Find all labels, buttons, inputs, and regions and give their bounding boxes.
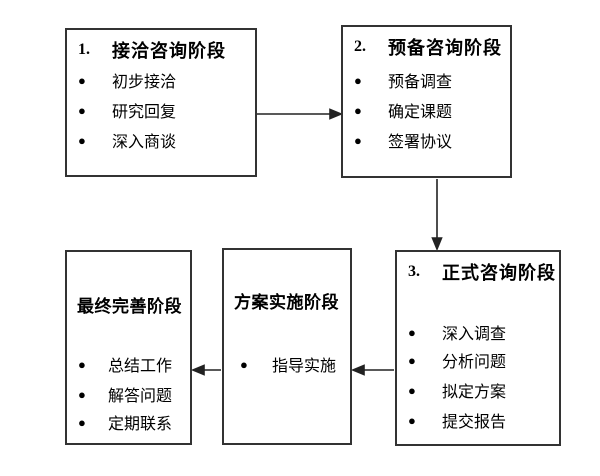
list-item: ● 拟定方案 xyxy=(405,378,557,402)
bullet-icon: ● xyxy=(408,412,416,428)
stage-title: 方案实施阶段 xyxy=(234,292,339,312)
stage-title: 正式咨询阶段 xyxy=(442,263,556,283)
bullet-icon: ● xyxy=(78,102,86,118)
list-item: ● 深入商谈 xyxy=(75,128,253,152)
list-item: ● 分析问题 xyxy=(405,348,557,372)
stage-item: 拟定方案 xyxy=(442,384,507,401)
stage-item: 指导实施 xyxy=(272,358,337,375)
list-item: ● 签署协议 xyxy=(351,128,508,152)
stage-item: 分析问题 xyxy=(442,354,507,371)
stage-item: 深入商谈 xyxy=(112,134,177,151)
bullet-icon: ● xyxy=(78,386,86,402)
stage-title-line: 3. 正式咨询阶段 xyxy=(405,260,557,284)
stage-box-5: 最终完善阶段 ● 总结工作 ● 解答问题 ● 定期联系 xyxy=(65,250,192,445)
stage-title: 接洽咨询阶段 xyxy=(112,41,226,61)
stage-title-line: 方案实施阶段 xyxy=(232,288,348,312)
list-item: ● 研究回复 xyxy=(75,98,253,122)
stage-title-line: 最终完善阶段 xyxy=(75,292,188,316)
list-item: ● 解答问题 xyxy=(75,382,188,406)
stage-number: 2. xyxy=(354,38,366,55)
stage-item: 总结工作 xyxy=(108,358,173,375)
stage-box-1: 1. 接洽咨询阶段 ● 初步接洽 ● 研究回复 ● 深入商谈 xyxy=(65,28,257,177)
bullet-icon: ● xyxy=(354,132,362,148)
bullet-icon: ● xyxy=(78,72,86,88)
stage-item: 确定课题 xyxy=(388,104,453,121)
list-item: ● 确定课题 xyxy=(351,98,508,122)
list-item: ● 定期联系 xyxy=(75,410,188,434)
stage-item: 深入调查 xyxy=(442,326,507,343)
bullet-icon: ● xyxy=(408,324,416,340)
arrowhead-left-icon xyxy=(350,364,365,376)
bullet-icon: ● xyxy=(408,352,416,368)
bullet-icon: ● xyxy=(78,132,86,148)
stage-box-2: 2. 预备咨询阶段 ● 预备调查 ● 确定课题 ● 签署协议 xyxy=(341,25,512,178)
arrowhead-down-icon xyxy=(431,237,443,252)
bullet-icon: ● xyxy=(408,382,416,398)
bullet-icon: ● xyxy=(78,414,86,430)
bullet-icon: ● xyxy=(354,72,362,88)
arrowhead-left-icon xyxy=(190,364,205,376)
stage-title-line: 2. 预备咨询阶段 xyxy=(351,35,508,59)
bullet-icon: ● xyxy=(240,356,248,372)
list-item: ● 指导实施 xyxy=(232,352,348,376)
stage-box-4: 方案实施阶段 ● 指导实施 xyxy=(222,248,352,445)
stage-item: 解答问题 xyxy=(108,388,173,405)
stage-title-line: 1. 接洽咨询阶段 xyxy=(75,38,253,62)
list-item: ● 深入调查 xyxy=(405,320,557,344)
stage-item: 签署协议 xyxy=(388,134,453,151)
stage-item: 提交报告 xyxy=(442,414,507,431)
list-item: ● 预备调查 xyxy=(351,68,508,92)
bullet-icon: ● xyxy=(78,356,86,372)
list-item: ● 总结工作 xyxy=(75,352,188,376)
list-item: ● 提交报告 xyxy=(405,408,557,432)
stage-number: 3. xyxy=(408,263,420,280)
arrowhead-right-icon xyxy=(329,108,344,120)
stage-number: 1. xyxy=(78,41,90,58)
list-item: ● 初步接洽 xyxy=(75,68,253,92)
stage-item: 研究回复 xyxy=(112,104,177,121)
stage-item: 预备调查 xyxy=(388,74,453,91)
stage-item: 初步接洽 xyxy=(112,74,177,91)
stage-box-3: 3. 正式咨询阶段 ● 深入调查 ● 分析问题 ● 拟定方案 ● 提交报告 xyxy=(395,250,561,446)
stage-title: 预备咨询阶段 xyxy=(388,38,502,58)
stage-title: 最终完善阶段 xyxy=(77,296,182,316)
stage-item: 定期联系 xyxy=(108,416,173,433)
bullet-icon: ● xyxy=(354,102,362,118)
